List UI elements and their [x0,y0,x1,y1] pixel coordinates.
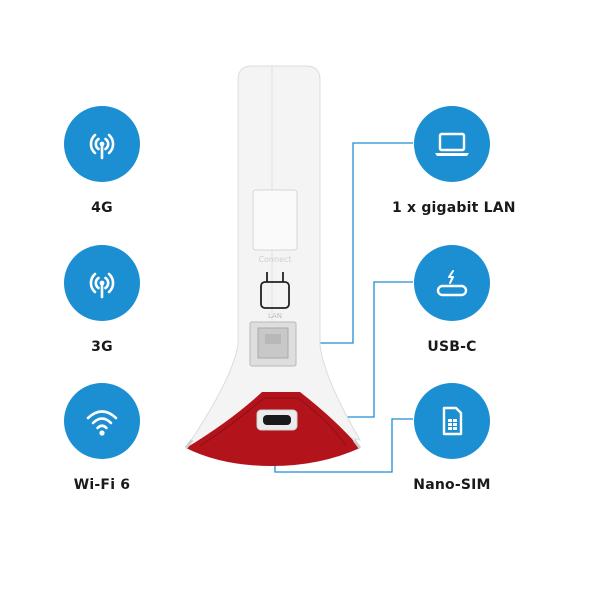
antenna-icon [64,245,140,321]
laptop-icon [414,106,490,182]
device-lan-text: LAN [267,312,283,320]
feature-3g-label: 3G [91,339,113,355]
feature-usb-c: USB-C [392,245,512,355]
feature-wifi-6: Wi-Fi 6 [42,383,162,493]
feature-3g: 3G [42,245,162,355]
feature-4g-label: 4G [91,200,113,216]
device-connect-text: Connect [258,255,292,264]
sim-card-icon [414,383,490,459]
feature-gigabit-lan-label: 1 x gigabit LAN [392,200,516,216]
feature-wifi-6-label: Wi-Fi 6 [73,477,131,493]
feature-usb-c-label: USB-C [427,339,477,355]
router-device [184,65,362,466]
usb-c-icon [414,245,490,321]
connector-line-lan [310,142,413,344]
feature-nano-sim-label: Nano-SIM [413,477,491,493]
connect-plug-icon [260,272,290,309]
feature-gigabit-lan: 1 x gigabit LAN [392,106,516,216]
antenna-icon [64,106,140,182]
feature-nano-sim: Nano-SIM [392,383,512,493]
wifi-icon [64,383,140,459]
feature-4g: 4G [42,106,162,216]
